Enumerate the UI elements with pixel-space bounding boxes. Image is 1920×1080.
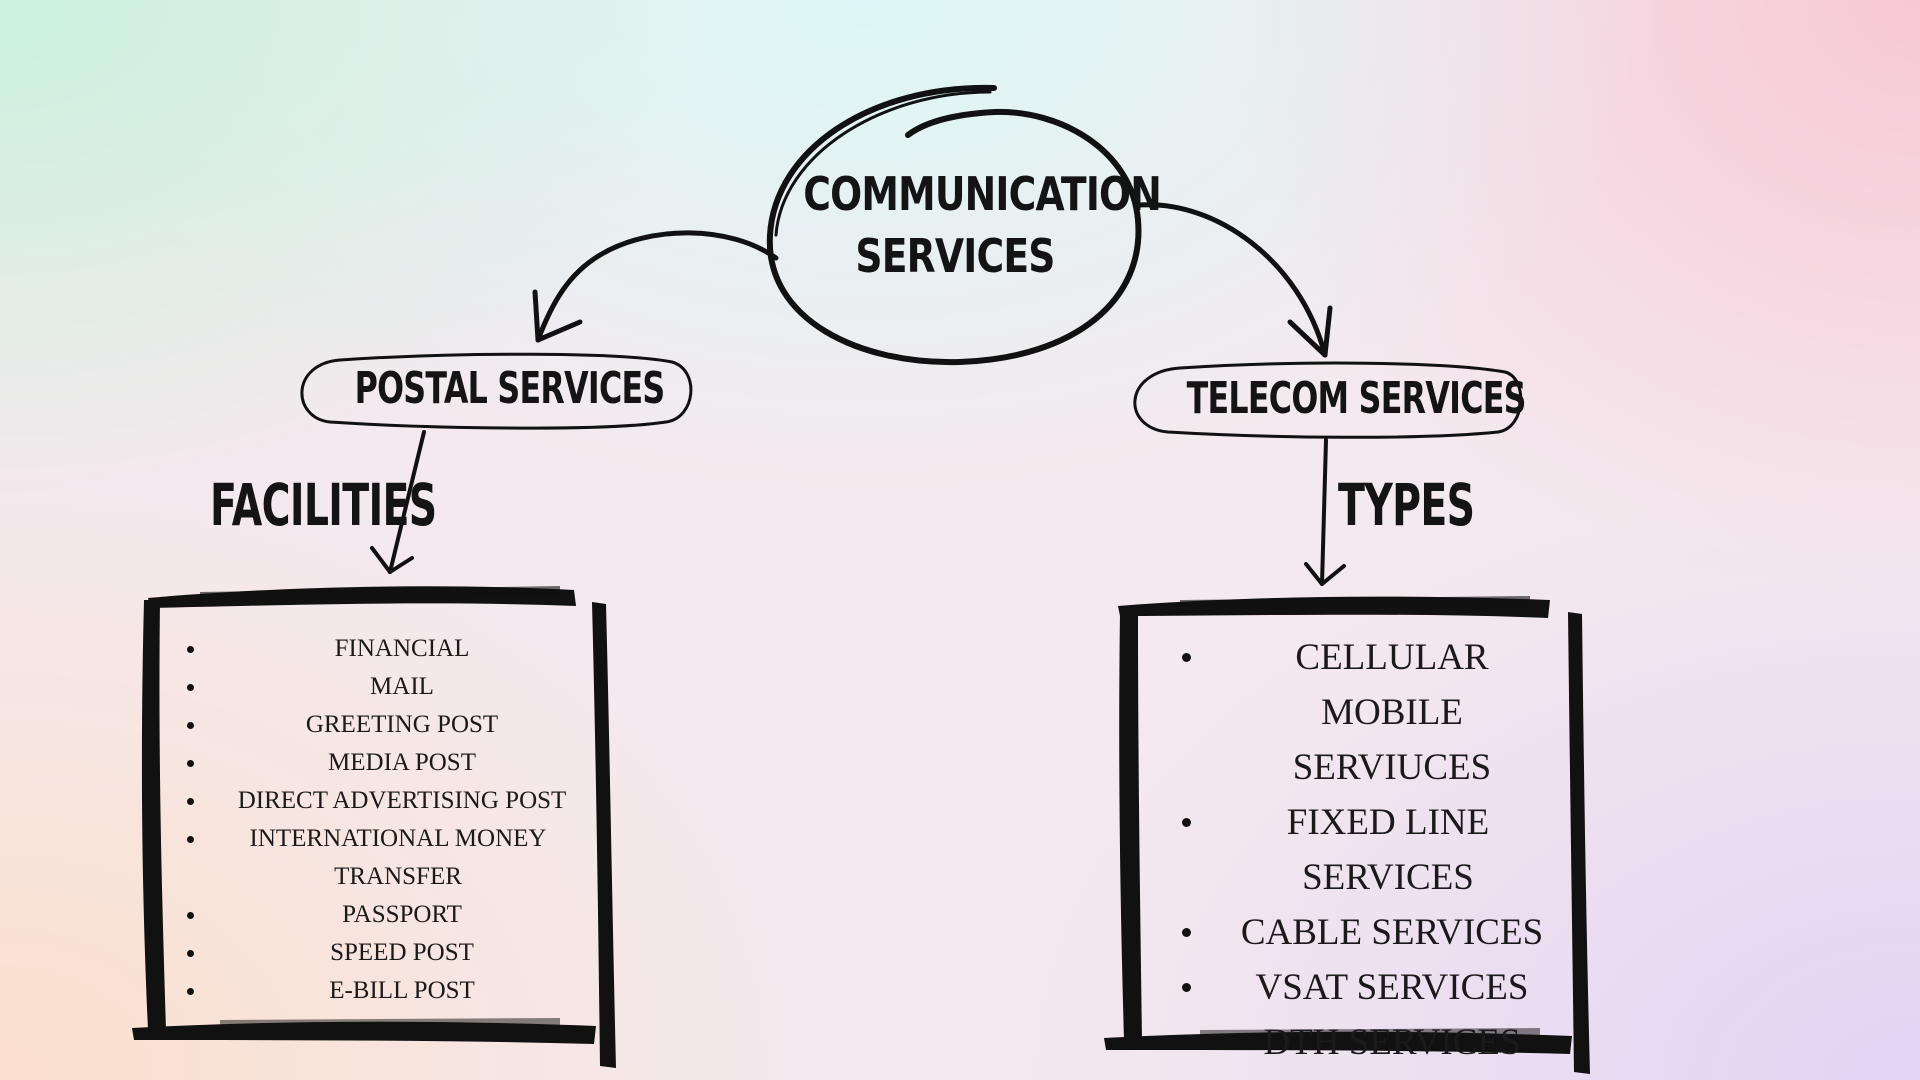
central-node-title: COMMUNICATION SERVICES [803, 163, 1162, 287]
telecom-node-label: TELECOM SERVICES [1186, 373, 1527, 424]
types-edge-label: TYPES [1338, 471, 1475, 539]
arrow-facilities [370, 430, 426, 574]
arrow-to-postal [532, 230, 779, 343]
postal-node-label: POSTAL SERVICES [354, 363, 666, 414]
arrow-types [1304, 438, 1346, 586]
central-node-outline [766, 84, 1142, 366]
central-node-line1: COMMUNICATION [803, 167, 1162, 221]
list-item: MAIL [178, 668, 598, 706]
list-item: INTERNATIONAL MONEY TRANSFER [178, 820, 598, 896]
list-item: DIRECT ADVERTISING POST [178, 782, 598, 820]
list-item: SPEED POST [178, 934, 598, 972]
facilities-edge-label: FACILITIES [210, 471, 437, 539]
list-item: VSAT SERVICES [1168, 960, 1558, 1015]
list-item: GREETING POST [178, 706, 598, 744]
list-item: E-BILL POST [178, 972, 598, 1010]
list-item: FINANCIAL [178, 630, 598, 668]
telecom-list-frame [1104, 596, 1590, 1074]
list-item: PASSPORT [178, 896, 598, 934]
list-item: MEDIA POST [178, 744, 598, 782]
list-item: CABLE SERVICES [1168, 905, 1558, 960]
list-item: DTH SERVICES [1168, 1015, 1558, 1070]
list-item: FIXED LINE SERVICES [1168, 795, 1558, 905]
postal-list-frame [132, 586, 616, 1068]
postal-node-outline [300, 352, 693, 430]
telecom-types-list: CELLULAR MOBILE SERVIUCES FIXED LINE SER… [1168, 630, 1558, 1070]
telecom-node-outline [1133, 361, 1523, 439]
central-node-line2: SERVICES [855, 229, 1055, 283]
list-item: CELLULAR MOBILE SERVIUCES [1168, 630, 1558, 795]
arrow-to-telecom [1137, 202, 1333, 358]
postal-facilities-list: FINANCIAL MAIL GREETING POST MEDIA POST … [178, 630, 598, 1010]
